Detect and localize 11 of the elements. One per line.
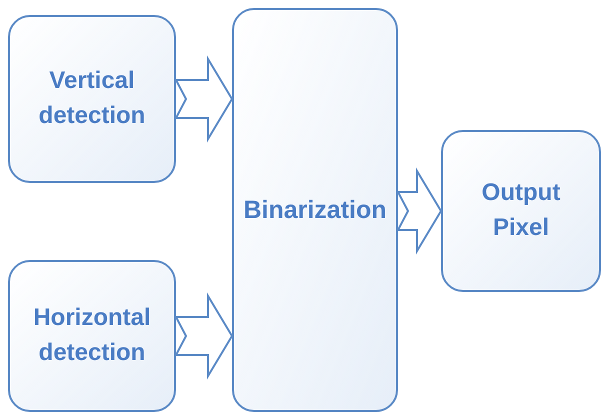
box-label: Horizontal detection [32, 303, 152, 368]
process-box [8, 260, 176, 412]
process-box [441, 130, 601, 292]
block-arrow [174, 292, 234, 380]
process-box [232, 8, 398, 412]
block-arrow [396, 167, 442, 255]
box-label: Binarization [243, 194, 387, 226]
box-label: Vertical detection [38, 66, 146, 131]
block-arrow [174, 55, 234, 143]
process-box [8, 15, 176, 183]
box-label: Output Pixel [480, 178, 562, 243]
